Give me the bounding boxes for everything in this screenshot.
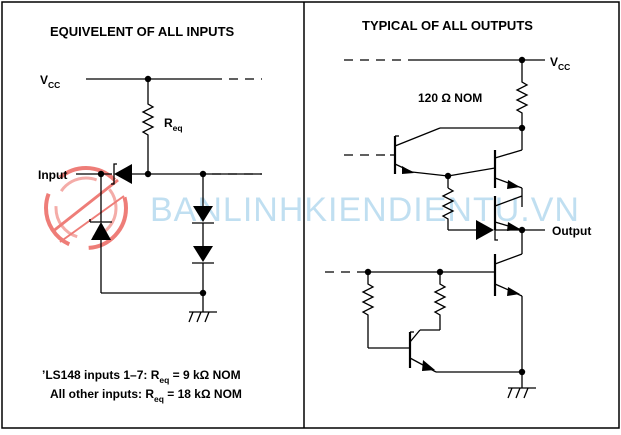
output-diode [476, 220, 498, 241]
watermark-text: BANLINHKIENDIENTU.VN [150, 191, 580, 229]
right-panel-title: TYPICAL OF ALL OUTPUTS [362, 18, 533, 33]
note-other-inputs: All other inputs: Req = 18 kΩ NOM [50, 387, 242, 404]
resistor-120 [515, 60, 529, 128]
watermark-logo-icon [44, 166, 128, 250]
left-vcc-label: VCC [40, 73, 60, 90]
req-resistor [141, 79, 155, 174]
driver-transistor [393, 127, 449, 177]
note-ls148: ’LS148 inputs 1–7: Req = 9 kΩ NOM [42, 368, 241, 385]
right-vcc-label: VCC [550, 55, 570, 72]
output-typical-circuit: TYPICAL OF ALL OUTPUTS VCC 120 Ω NOM [325, 18, 591, 399]
input-label: Input [38, 168, 67, 182]
input-ground-clamp-diode [89, 219, 112, 240]
left-ground-icon [188, 293, 217, 323]
input-clamp-diode [111, 163, 132, 185]
left-panel-title: EQUIVELENT OF ALL INPUTS [50, 24, 235, 39]
darlington-output-transistor [493, 195, 523, 231]
bias-resistor-2 [433, 272, 447, 330]
pulldown-resistor [441, 187, 455, 230]
bias-resistor-1 [361, 272, 375, 348]
darlington-upper-transistor [447, 149, 523, 189]
squaring-transistor [408, 329, 437, 373]
right-ground-icon [507, 372, 536, 399]
pulldown-output-transistor [493, 253, 523, 297]
resistor-120-label: 120 Ω NOM [418, 91, 482, 105]
output-label: Output [552, 224, 591, 238]
series-diode-2 [192, 246, 214, 264]
req-label: Req [164, 116, 183, 133]
input-equivalent-circuit: EQUIVELENT OF ALL INPUTS VCC Req Input [38, 24, 262, 404]
